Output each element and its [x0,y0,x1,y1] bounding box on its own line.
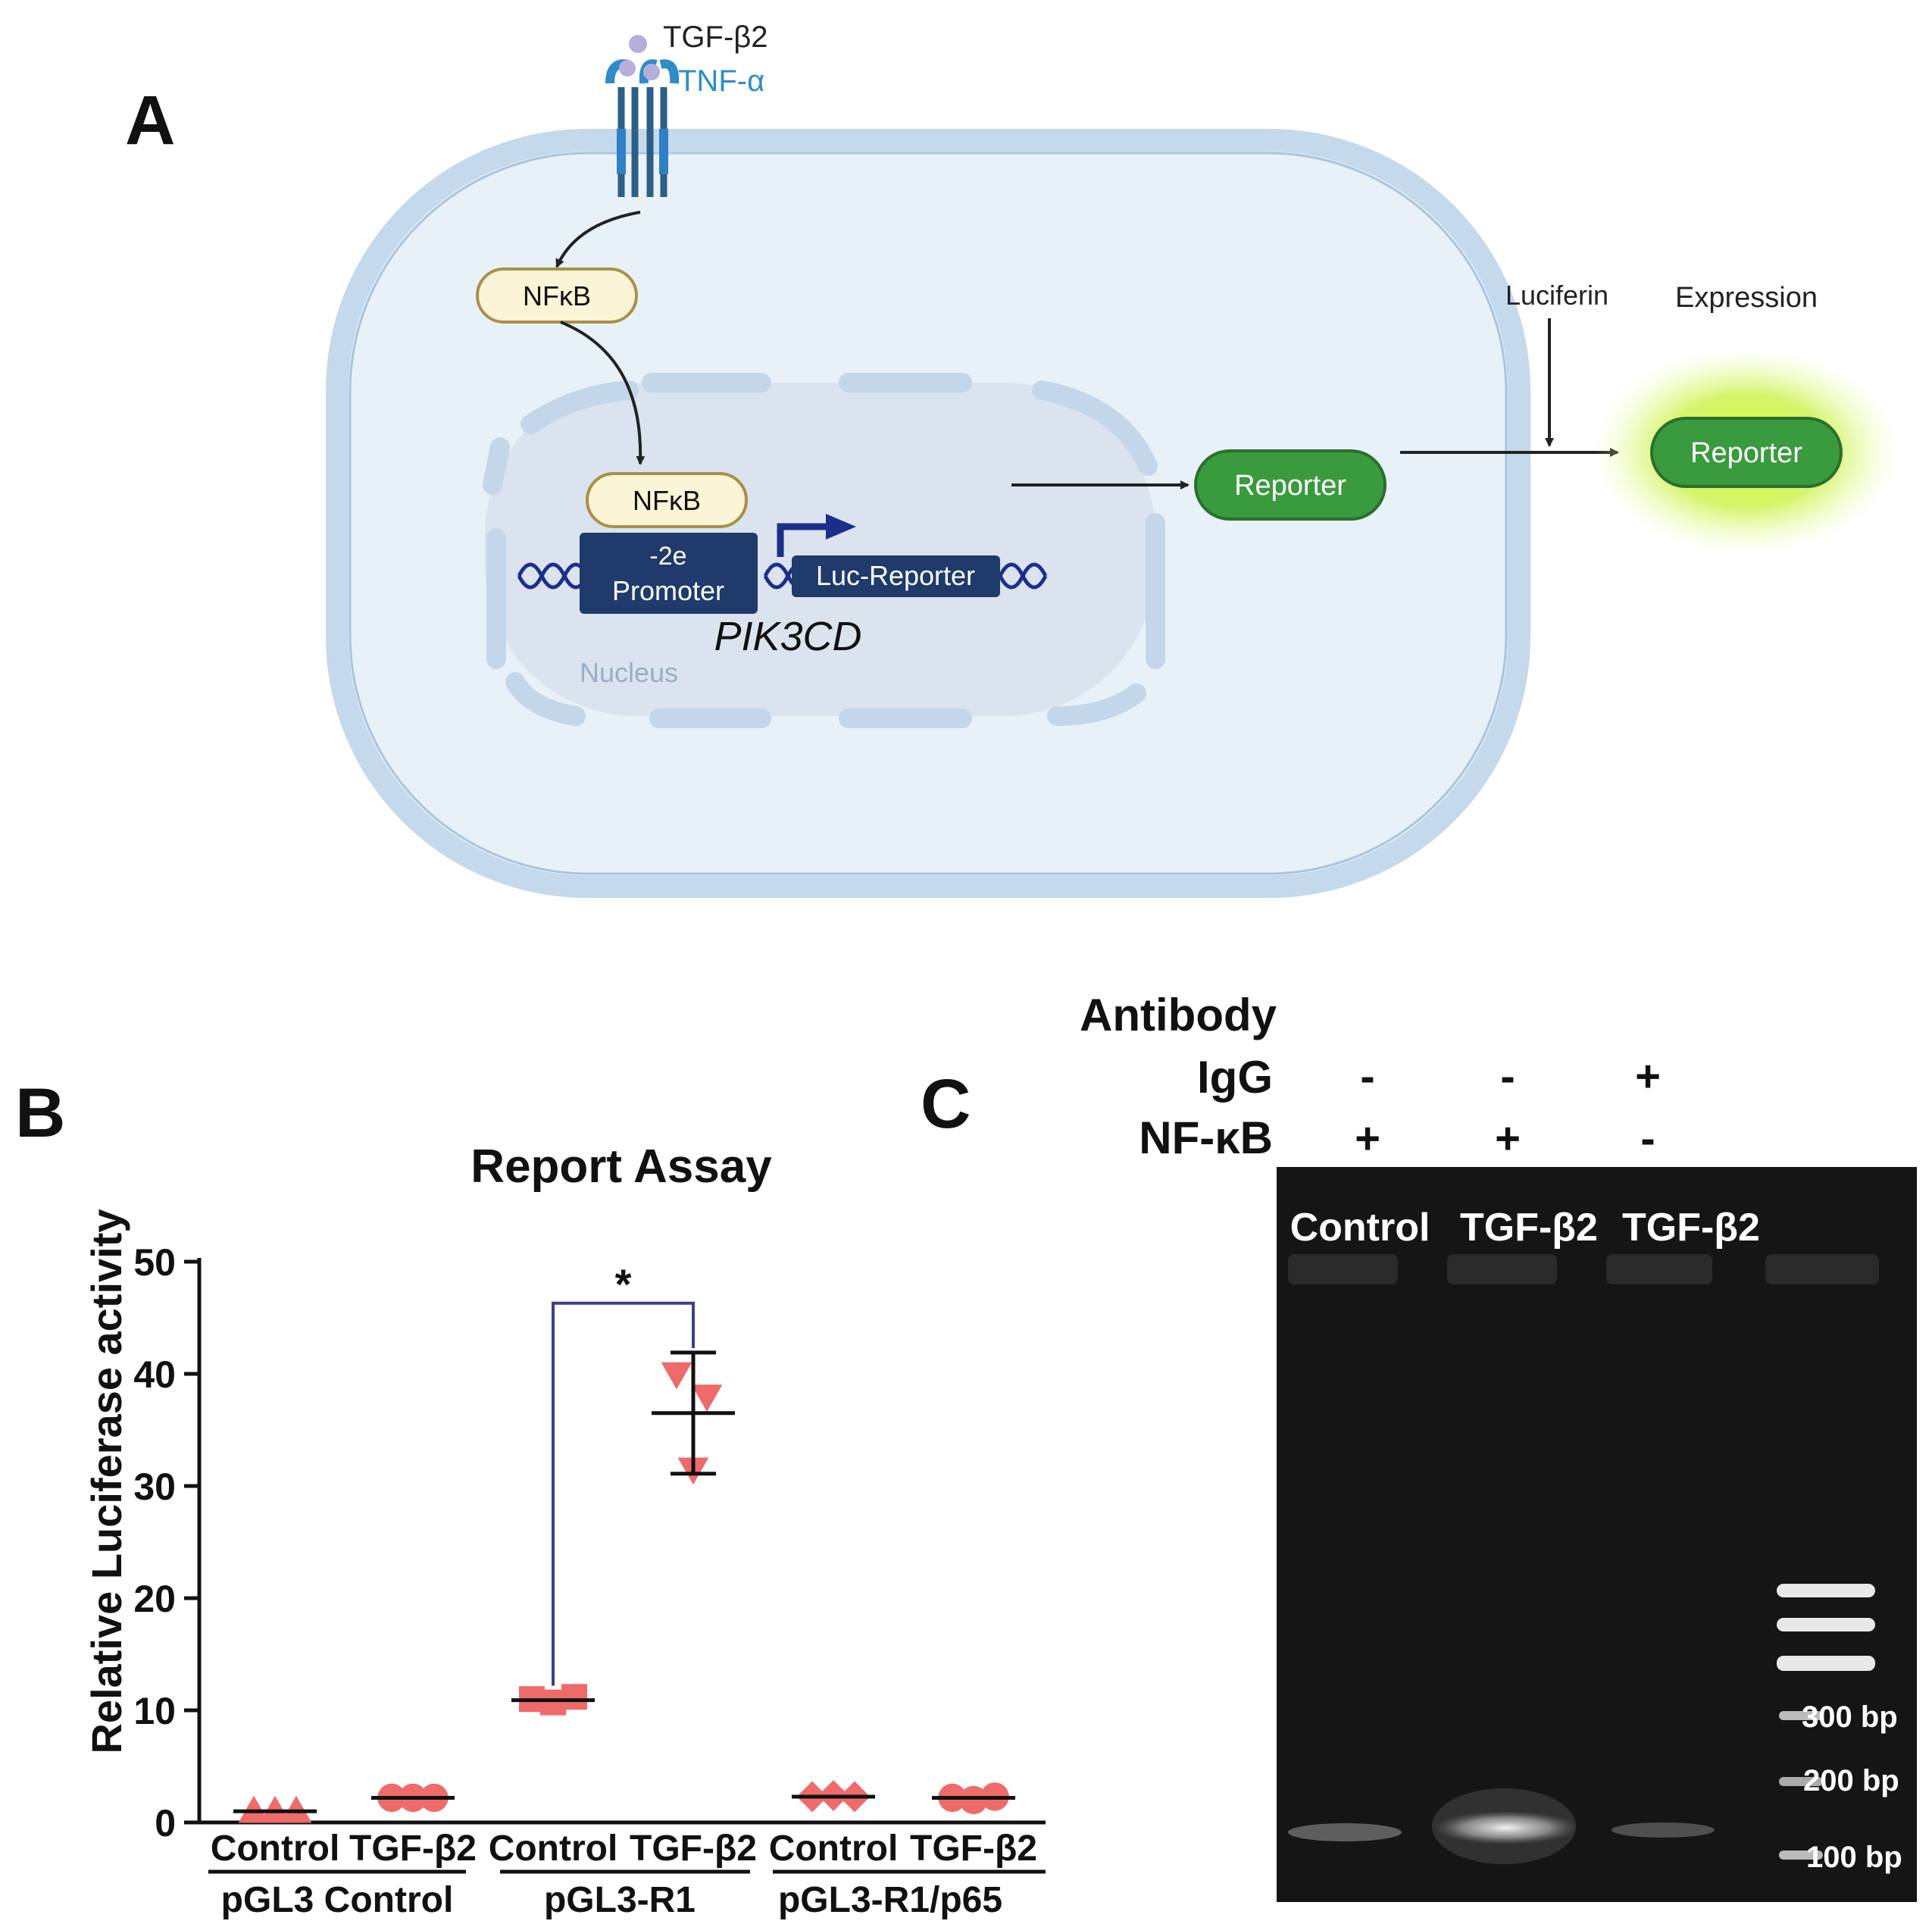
x-label-5: TGF-β2 [910,1829,1037,1869]
nfkb-row-label: NF-κB [1139,1112,1273,1163]
cell-membrane-inner-line [349,152,1508,875]
x-category-labels: Control TGF-β2 Control TGF-β2 Control TG… [211,1829,1037,1869]
x-label-0: Control [211,1829,340,1869]
sig-bracket-line-0 [552,1301,695,1686]
lane-label-1: TGF-β2 [1460,1206,1598,1250]
panel-b-label: B [15,1075,65,1152]
expression-label: Expression [1675,282,1818,314]
promoter-box [580,533,758,614]
dna-ladder [1777,1584,1875,1860]
sign-matrix: - - + + + - [1355,1052,1661,1163]
arrow-receptor-to-nfkb [555,211,641,268]
reporter-outer [1650,417,1843,488]
reporter-inner [1194,449,1386,521]
x-label-3: TGF-β2 [630,1829,757,1869]
panel-c: C Antibody IgG NF-κB - - + + + - Control… [921,990,1917,1902]
nucleus-label: Nucleus [580,657,678,688]
panel-a: A Nucleus [125,20,1898,898]
nfkb-sign-1: + [1495,1114,1521,1163]
data-points [233,1350,1015,1823]
data-point-2-2 [561,1684,587,1710]
y-ticks: 0 10 20 30 40 50 [133,1241,199,1844]
data-point-5-1 [959,1785,988,1815]
receptor-complex [605,35,680,197]
nfkb-nuclear-box [586,472,748,528]
group-label-2: pGL3-R1/p65 [778,1880,1002,1920]
arrow-nfkb-to-nucleus [560,321,646,465]
ladder-labels: 300 bp 200 bp 100 bp [1802,1700,1902,1874]
igg-label: IgG [1197,1052,1273,1103]
ladder-label-200: 200 bp [1803,1764,1899,1797]
group-label-0: pGL3 Control [221,1880,454,1920]
ladder-label-300: 300 bp [1802,1700,1898,1734]
panel-b: B Report Assay Relative Luciferase activ… [15,1075,1046,1920]
promoter-line2: Promoter [612,575,724,606]
tgf-ligand-icon [629,35,647,53]
tgf-label: TGF-β2 [663,20,768,54]
tss-arrow-icon [777,523,830,557]
reporter-outer-label: Reporter [1690,437,1802,469]
nfkb-sign-2: - [1640,1114,1655,1163]
data-point-3-1 [691,1384,723,1412]
lane-label-0: Control [1290,1206,1430,1250]
gel-lane-labels: Control TGF-β2 TGF-β2 [1290,1206,1760,1250]
data-point-0-2 [280,1795,312,1823]
x-label-2: Control [489,1829,618,1869]
x-label-4: Control [769,1829,899,1869]
data-point-3-0 [661,1362,692,1390]
y-tick-label-1: 10 [133,1690,176,1732]
data-point-0-0 [238,1795,270,1823]
sample-bands [1288,1788,1715,1864]
nfkb-cyto-box [476,267,638,324]
x-label-1: TGF-β2 [349,1829,477,1869]
gel-wells [1288,1254,1879,1284]
nucleus: Nucleus [483,373,1165,728]
y-axis-label: Relative Luciferase activity [83,1209,130,1753]
nfkb-nuclear-label: NFκB [633,485,701,516]
gene-label: PIK3CD [714,614,861,659]
nfkb-cyto-label: NFκB [523,280,591,311]
panel-c-label: C [921,1065,971,1143]
y-tick-label-0: 0 [155,1802,176,1844]
sig-star-0: * [615,1260,632,1308]
igg-sign-0: - [1360,1052,1374,1101]
significance-bracket: * [552,1260,695,1686]
y-tick-label-2: 20 [133,1578,176,1620]
nfkb-sign-0: + [1355,1114,1380,1163]
luc-reporter-box [792,555,1000,597]
ladder-label-100: 100 bp [1806,1841,1902,1874]
group-label-1: pGL3-R1 [544,1880,696,1920]
antibody-label: Antibody [1080,990,1277,1040]
igg-sign-1: - [1500,1052,1515,1101]
reporter-inner-label: Reporter [1234,470,1346,502]
chart-title: Report Assay [470,1140,772,1193]
data-point-0-1 [259,1795,291,1823]
luc-reporter-label: Luc-Reporter [816,560,975,591]
y-tick-label-3: 30 [133,1466,176,1508]
panel-a-label: A [125,82,175,159]
group-labels: pGL3 Control pGL3-R1 pGL3-R1/p65 [221,1880,1002,1920]
lane-label-2: TGF-β2 [1622,1206,1760,1250]
y-tick-label-5: 50 [133,1241,176,1284]
luciferin-label: Luciferin [1505,280,1608,311]
tnf-label: TNF-α [678,64,764,98]
y-tick-label-4: 40 [133,1353,176,1396]
igg-sign-2: + [1635,1052,1661,1101]
promoter-line1: -2e [649,542,686,571]
